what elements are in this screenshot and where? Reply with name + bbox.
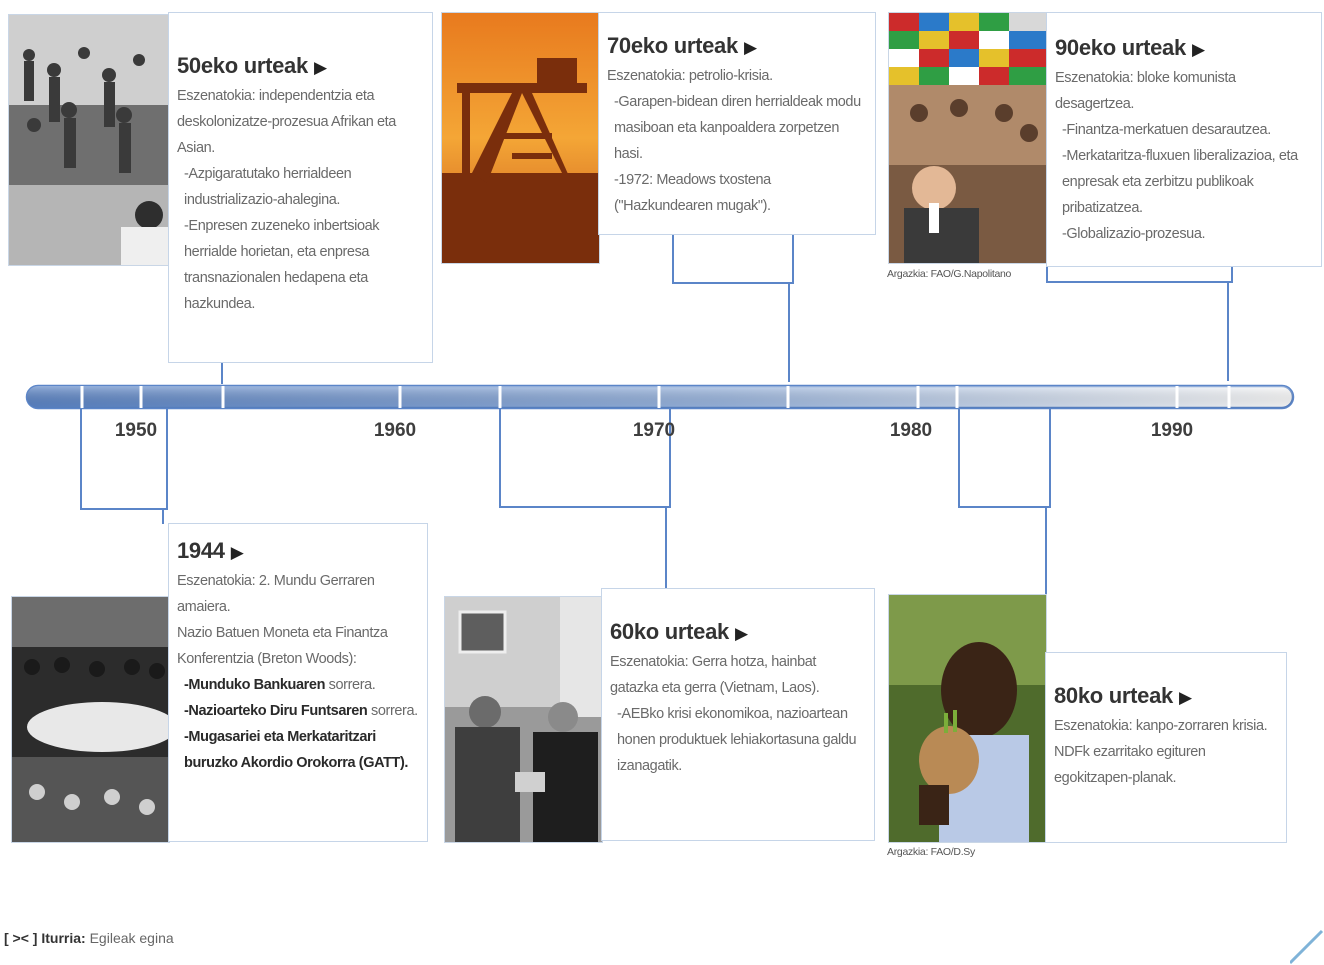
source-value: Egileak egina bbox=[89, 930, 174, 946]
play-arrow-icon: ▶ bbox=[1179, 688, 1192, 707]
photo-1944-conference bbox=[11, 596, 170, 843]
card-text: Nazio Batuen Moneta eta Finantza Konfere… bbox=[177, 625, 388, 667]
source-line: [ >< ] Iturria: Egileak egina bbox=[4, 930, 174, 946]
connector-1980s-drop bbox=[1045, 506, 1047, 594]
card-title: 50eko urteak▶ bbox=[177, 53, 327, 78]
card-1944: 1944▶ Eszenatokia: 2. Mundu Gerraren ama… bbox=[168, 523, 428, 842]
year-label-1990: 1990 bbox=[1150, 420, 1194, 441]
year-label-1970: 1970 bbox=[632, 420, 676, 441]
connector-1980s bbox=[958, 404, 1051, 508]
card-text: Eszenatokia: bloke komunista desagertzea… bbox=[1055, 70, 1236, 112]
photo-credit: Argazkia: FAO/D.Sy bbox=[887, 846, 975, 858]
source-icon: [ >< ] bbox=[4, 930, 38, 946]
card-list-item: -Mugasariei eta Merkataritzari buruzko A… bbox=[184, 729, 409, 771]
card-text: NDFk ezarritako egituren egokitzapen-pla… bbox=[1054, 744, 1206, 786]
connector-1970s-drop bbox=[788, 282, 790, 382]
card-text: -Azpigaratutako herrialdeen industrializ… bbox=[184, 166, 352, 208]
connector-1960s bbox=[499, 404, 671, 508]
card-text: Eszenatokia: independentzia eta deskolon… bbox=[177, 88, 396, 156]
photo-1950s-crowd bbox=[8, 14, 170, 266]
card-text: -AEBko krisi ekonomikoa, nazioartean hon… bbox=[617, 706, 857, 774]
year-label-1980: 1980 bbox=[889, 420, 933, 441]
connector-1950s bbox=[221, 362, 223, 384]
play-arrow-icon: ▶ bbox=[735, 624, 748, 643]
card-text: Eszenatokia: Gerra hotza, hainbat gatazk… bbox=[610, 654, 820, 696]
year-label-1960: 1960 bbox=[373, 420, 417, 441]
play-arrow-icon: ▶ bbox=[313, 58, 327, 77]
card-title: 1944▶ bbox=[177, 538, 244, 563]
photo-1980s-child bbox=[888, 594, 1047, 843]
card-50s: 50eko urteak▶ Eszenatokia: independentzi… bbox=[168, 12, 433, 363]
corner-decoration bbox=[1290, 929, 1324, 965]
card-80s: 80ko urteak▶ Eszenatokia: kanpo-zorraren… bbox=[1045, 652, 1287, 843]
card-60s: 60ko urteak▶ Eszenatokia: Gerra hotza, h… bbox=[601, 588, 875, 841]
card-list-item: -Munduko Bankuaren sorrera. bbox=[184, 677, 376, 693]
play-arrow-icon: ▶ bbox=[230, 543, 244, 562]
year-label-1950: 1950 bbox=[114, 420, 158, 441]
card-text: -Enpresen zuzeneko inbertsioak herrialde… bbox=[184, 218, 380, 312]
card-title: 80ko urteak▶ bbox=[1054, 683, 1192, 708]
play-arrow-icon: ▶ bbox=[743, 38, 757, 57]
photo-1960s-meeting bbox=[444, 596, 603, 843]
card-text: -Garapen-bidean diren herrialdeak modu m… bbox=[614, 94, 861, 162]
card-text: Eszenatokia: petrolio-krisia. bbox=[607, 68, 773, 84]
card-text: -Globalizazio-prozesua. bbox=[1062, 226, 1206, 242]
card-title: 70eko urteak▶ bbox=[607, 33, 757, 58]
connector-1990s-drop bbox=[1227, 281, 1229, 381]
source-label: Iturria: bbox=[41, 930, 86, 946]
connector-1970s bbox=[672, 234, 794, 284]
card-list-item: -Nazioarteko Diru Funtsaren sorrera. bbox=[184, 703, 418, 719]
connector-1944 bbox=[80, 404, 168, 510]
card-text: -1972: Meadows txostena ("Hazkundearen m… bbox=[614, 172, 771, 214]
photo-1990s-conference bbox=[888, 12, 1047, 264]
connector-1944-drop bbox=[162, 508, 164, 524]
connector-1990s bbox=[1046, 266, 1233, 283]
card-text: Eszenatokia: 2. Mundu Gerraren amaiera. bbox=[177, 573, 375, 615]
card-text: -Finantza-merkatuen desarautzea. bbox=[1062, 122, 1271, 138]
card-title: 60ko urteak▶ bbox=[610, 619, 748, 644]
connector-1960s-drop bbox=[665, 506, 667, 588]
card-title: 90eko urteak▶ bbox=[1055, 35, 1205, 60]
timeline-axis bbox=[25, 384, 1295, 410]
card-text: -Merkataritza-fluxuen liberalizazioa, et… bbox=[1062, 148, 1298, 216]
card-90s: 90eko urteak▶ Eszenatokia: bloke komunis… bbox=[1046, 12, 1322, 267]
play-arrow-icon: ▶ bbox=[1191, 40, 1205, 59]
card-70s: 70eko urteak▶ Eszenatokia: petrolio-kris… bbox=[598, 12, 876, 235]
photo-credit: Argazkia: FAO/G.Napolitano bbox=[887, 268, 1012, 280]
photo-1970s-oil-pump bbox=[441, 12, 600, 264]
card-text: Eszenatokia: kanpo-zorraren krisia. bbox=[1054, 718, 1268, 734]
